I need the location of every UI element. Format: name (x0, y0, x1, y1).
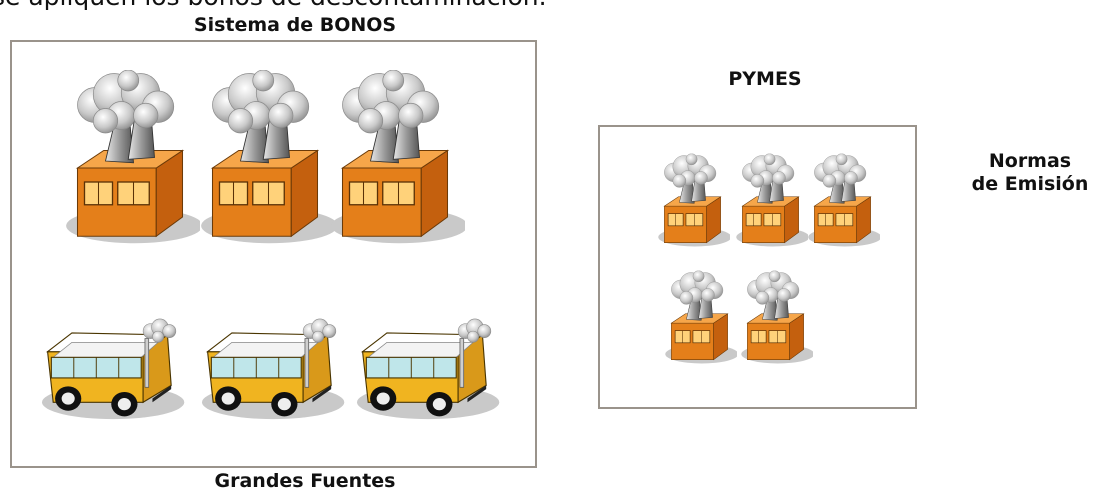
cropped-header-text: se apliquen los bonos de descontaminació… (0, 0, 547, 11)
large-factory-icon (195, 70, 335, 245)
small-factory-icon (655, 153, 730, 248)
small-factory-icon (738, 270, 813, 365)
side-label: Normas de Emisión (970, 150, 1090, 196)
small-factory-icon (662, 270, 737, 365)
bus-icon (40, 318, 190, 421)
bus-icon (200, 318, 350, 421)
side-label-line2: de Emisión (971, 173, 1089, 195)
small-factory-icon (805, 153, 880, 248)
small-panel-title: PYMES (728, 68, 802, 90)
big-panel-title: Sistema de BONOS (193, 14, 397, 36)
big-panel-caption: Grandes Fuentes (214, 470, 396, 492)
side-label-line1: Normas (988, 150, 1072, 172)
large-factory-icon (60, 70, 200, 245)
large-factory-icon (325, 70, 465, 245)
bus-icon (355, 318, 505, 421)
small-factory-icon (733, 153, 808, 248)
